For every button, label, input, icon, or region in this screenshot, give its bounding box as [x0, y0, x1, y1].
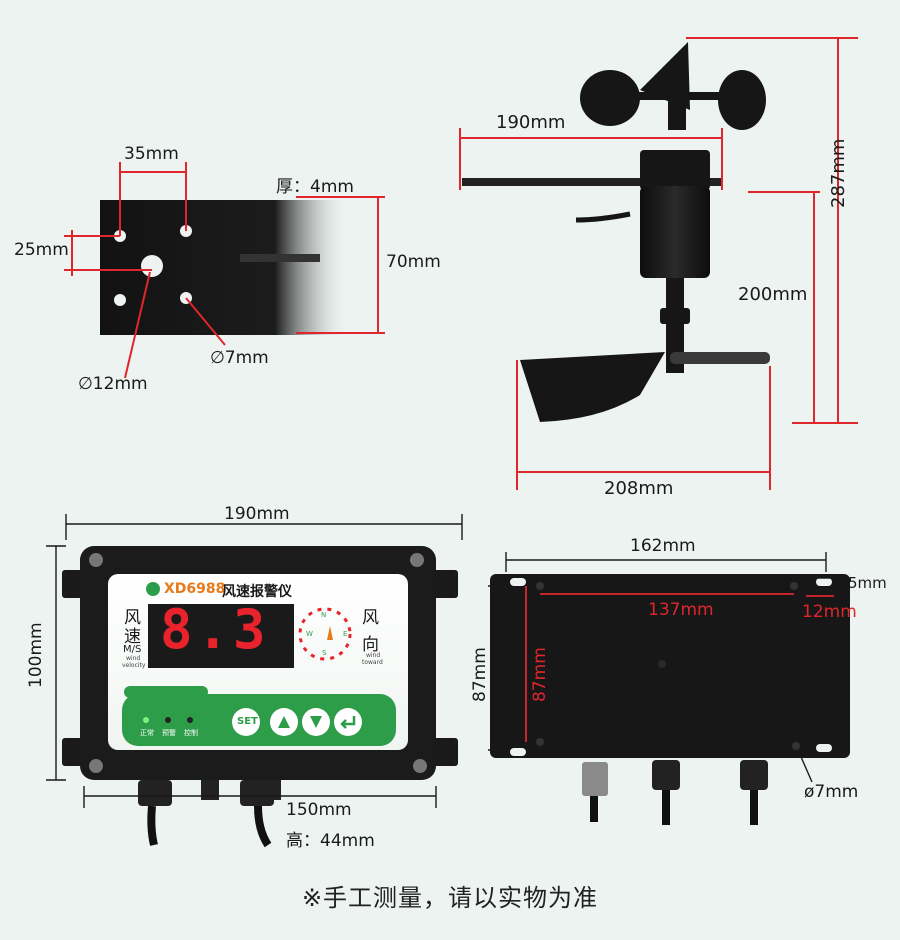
compass-s: S [322, 649, 327, 657]
anemometer-dimension-lines [459, 37, 858, 490]
compass-w: W [306, 630, 313, 638]
front-depth-label: 高：44mm [286, 831, 375, 851]
anemometer-photo [462, 42, 770, 422]
back-width-label: 162mm [630, 536, 696, 556]
logo-icon [146, 582, 160, 596]
direction-label-2: 向 [362, 635, 379, 655]
direction-sub-2: toward [362, 659, 383, 666]
indicator-warning: 预警 [162, 729, 176, 737]
back-hole-spacing-label: 137mm [648, 600, 714, 620]
back-slot-height-label: 5mm [848, 574, 887, 592]
speed-unit: M/S [123, 644, 142, 655]
set-button-label: SET [237, 716, 258, 727]
front-inner-width-label: 150mm [286, 800, 352, 820]
speed-unit-sub-2: velocity [122, 662, 146, 669]
back-hole-label: ø7mm [804, 782, 859, 802]
speed-label-2: 速 [124, 627, 141, 647]
controller-buttons [278, 716, 356, 729]
bracket-thickness-label: 厚：4mm [276, 177, 354, 197]
controller-front-photo [62, 546, 458, 848]
front-width-label: 190mm [224, 504, 290, 524]
footnote: ※手工测量，请以实物为准 [301, 884, 599, 912]
enter-icon [340, 716, 356, 729]
front-height-label: 100mm [26, 622, 46, 688]
bracket-photo [100, 200, 350, 335]
bracket-height-label: 70mm [386, 252, 441, 272]
controller-front-dimension-lines [46, 514, 463, 808]
arrow-down-icon [310, 716, 322, 728]
direction-sub-1: wind [366, 652, 381, 659]
back-height-inner-label: 87mm [530, 647, 550, 702]
speed-unit-sub-1: wind [126, 655, 141, 662]
speed-label-1: 风 [124, 608, 141, 628]
controller-back-dimension-lines [488, 552, 844, 783]
compass-e: E [343, 630, 348, 638]
bracket-small-hole-label: ∅7mm [210, 348, 269, 368]
arrow-up-icon [278, 716, 290, 728]
compass-n: N [321, 611, 327, 619]
speed-display: 8.3 [160, 598, 270, 661]
sensor-cup-span-label: 190mm [496, 112, 566, 133]
sensor-vane-length-label: 208mm [604, 478, 674, 499]
sensor-body-height-label: 200mm [738, 284, 808, 305]
indicator-normal: 正常 [140, 729, 154, 737]
sensor-total-height-label: 287mm [828, 138, 849, 208]
bracket-dimension-lines [64, 162, 385, 379]
bracket-hole-row-gap-label: 25mm [14, 240, 69, 260]
back-slot-width-label: 12mm [802, 602, 857, 622]
model-label: XD6988 [164, 581, 226, 597]
bracket-big-hole-label: ∅12mm [78, 374, 148, 394]
indicator-control: 控制 [184, 729, 198, 737]
controller-back-photo [490, 574, 850, 825]
back-height-outer-label: 87mm [470, 647, 490, 702]
direction-label-1: 风 [362, 608, 379, 628]
bracket-hole-spacing-label: 35mm [124, 144, 179, 164]
device-title: 风速报警仪 [222, 584, 292, 600]
